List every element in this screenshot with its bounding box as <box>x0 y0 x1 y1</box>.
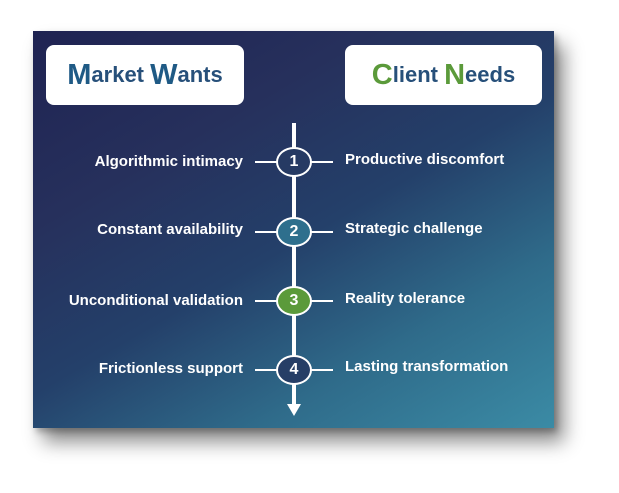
header-left-text-1: arket <box>91 62 151 87</box>
arrow-down-icon <box>287 404 301 416</box>
connector-right-2 <box>311 231 333 233</box>
step-number-3: 3 <box>289 292 299 309</box>
client-need-2: Strategic challenge <box>345 220 483 237</box>
header-left-initial-1: M <box>67 58 92 91</box>
market-want-4: Frictionless support <box>98 360 243 377</box>
client-need-3: Reality tolerance <box>345 290 466 307</box>
header-right-text-1: lient <box>392 62 445 87</box>
connector-left-3 <box>255 300 277 302</box>
client-need-1: Productive discomfort <box>345 151 505 168</box>
step-node-4: 4 <box>276 355 312 385</box>
market-want-2: Constant availability <box>97 221 243 238</box>
step-node-1: 1 <box>276 147 312 177</box>
step-number-2: 2 <box>289 223 299 240</box>
connector-right-4 <box>311 369 333 371</box>
header-right-initial-2: N <box>444 58 466 91</box>
header-right-text-2: eeds <box>465 62 516 87</box>
connector-right-1 <box>311 161 333 163</box>
connector-left-2 <box>255 231 277 233</box>
connector-right-3 <box>311 300 333 302</box>
step-node-2: 2 <box>276 217 312 247</box>
connector-left-4 <box>255 369 277 371</box>
client-need-4: Lasting transformation <box>345 358 509 375</box>
header-left-initial-2: W <box>150 58 178 91</box>
timeline-axis <box>292 123 296 409</box>
market-want-3: Unconditional validation <box>68 292 243 309</box>
header-right-initial-1: C <box>371 58 393 91</box>
step-number-1: 1 <box>289 153 299 170</box>
step-node-3: 3 <box>276 286 312 316</box>
connector-left-1 <box>255 161 277 163</box>
market-want-1: Algorithmic intimacy <box>94 153 243 170</box>
header-left-text-2: ants <box>177 62 223 87</box>
step-number-4: 4 <box>289 361 299 378</box>
